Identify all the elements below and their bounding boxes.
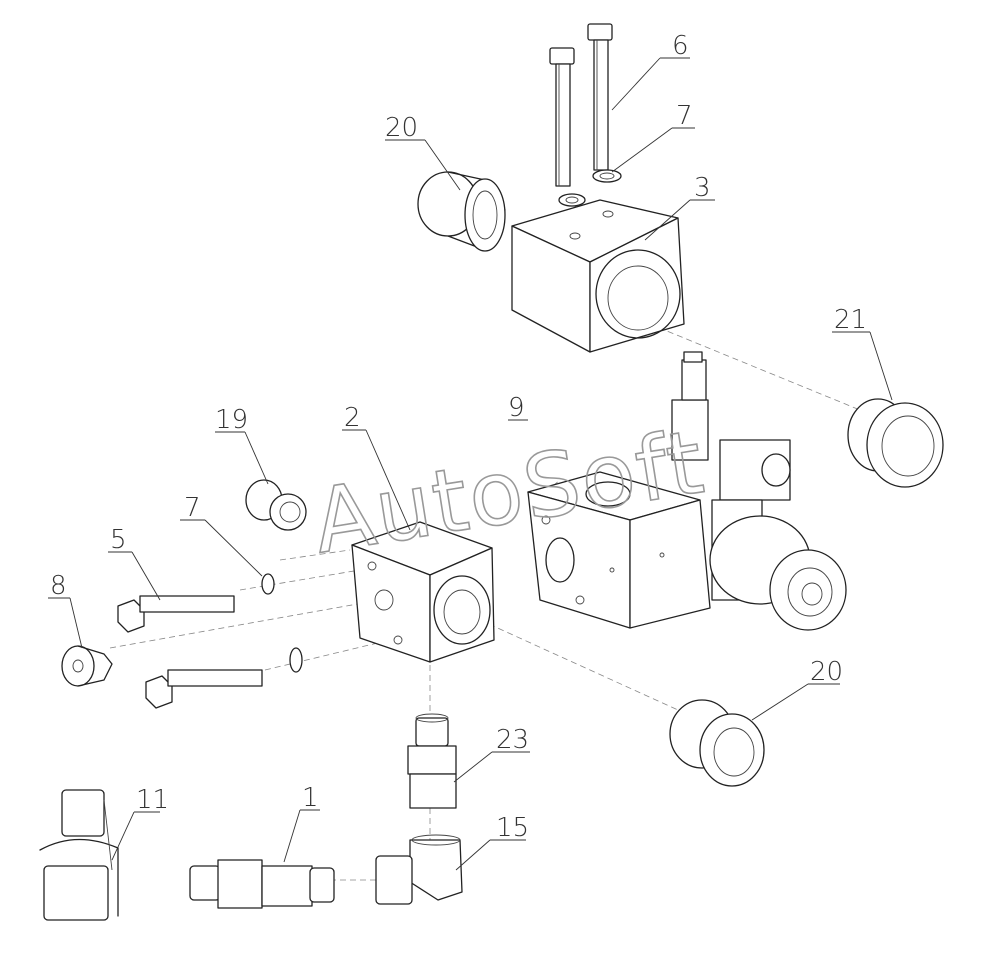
callout-20-bottom: 20 xyxy=(810,657,843,687)
callout-9: 9 xyxy=(508,393,525,423)
callout-5: 5 xyxy=(110,525,127,555)
assembly-lines xyxy=(109,319,861,881)
washer-7-top xyxy=(558,169,622,207)
callout-11: 11 xyxy=(136,785,169,815)
callout-20-top: 20 xyxy=(385,113,418,143)
callout-3: 3 xyxy=(694,173,711,203)
coupling-1 xyxy=(189,859,335,909)
fitting-19 xyxy=(245,479,307,531)
fitting-21 xyxy=(847,398,944,488)
callout-1: 1 xyxy=(302,783,319,813)
callout-labels: 6 7 3 20 21 19 2 9 7 5 8 20 23 11 1 15 xyxy=(50,31,867,843)
valve-9 xyxy=(527,351,847,631)
callout-8: 8 xyxy=(50,571,67,601)
block-3 xyxy=(511,199,685,353)
bolt-6 xyxy=(549,23,613,187)
block-2 xyxy=(351,521,495,663)
callout-7-top: 7 xyxy=(676,101,693,131)
callout-21: 21 xyxy=(834,305,867,335)
caps-11 xyxy=(39,789,119,921)
bolt-5 xyxy=(117,595,263,709)
leader-lines xyxy=(48,57,893,871)
fitting-20-top xyxy=(417,171,506,252)
plug-8 xyxy=(61,645,113,687)
elbow-15 xyxy=(375,834,463,905)
callout-15: 15 xyxy=(496,813,529,843)
callout-2: 2 xyxy=(344,403,361,433)
connector-23 xyxy=(407,713,457,809)
washer-7-bottom xyxy=(261,573,303,673)
callout-7-bottom: 7 xyxy=(184,493,201,523)
callout-19: 19 xyxy=(215,405,248,435)
callout-6: 6 xyxy=(672,31,689,61)
fitting-20-bottom xyxy=(669,699,765,787)
callout-23: 23 xyxy=(496,725,529,755)
